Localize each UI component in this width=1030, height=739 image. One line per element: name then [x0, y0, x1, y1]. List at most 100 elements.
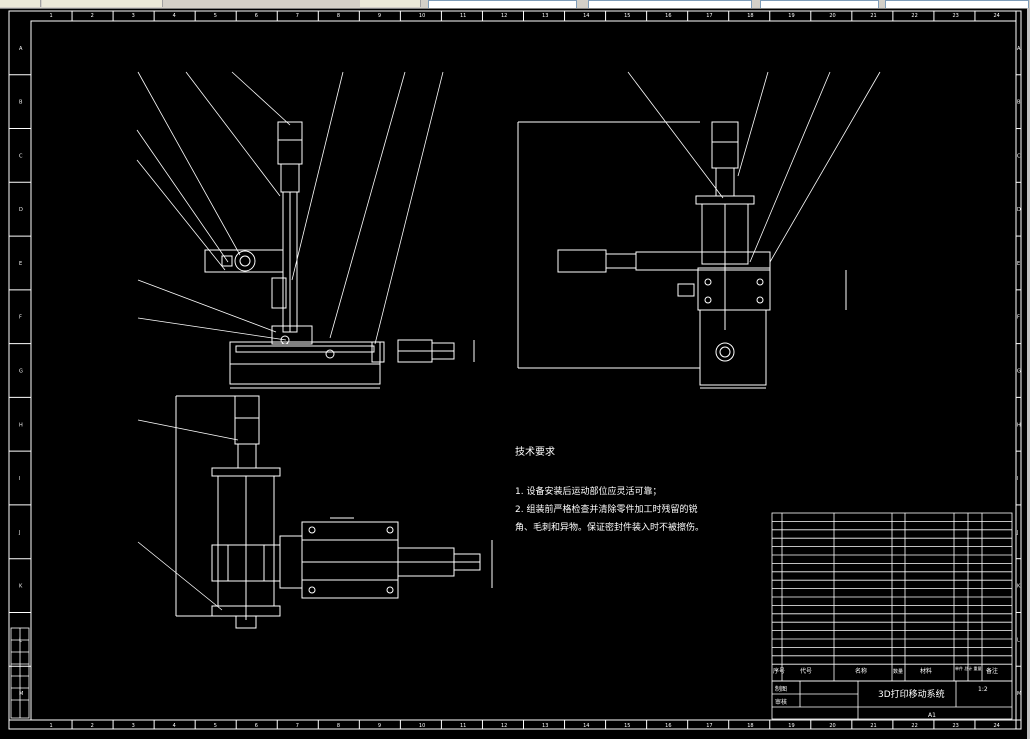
frame-zone-number: 5 [214, 723, 217, 729]
frame-zone-letter: C [19, 153, 23, 159]
frame-zone-number: 4 [173, 13, 176, 19]
frame-zone-letter: I [19, 476, 20, 482]
bom-header-weight: 单件 总计 重量 [955, 665, 982, 671]
frame-zone-number: 11 [460, 13, 466, 19]
frame-zone-letter: F [1017, 315, 1020, 321]
frame-zone-number: 24 [993, 723, 999, 729]
frame-zone-letter: L [1017, 637, 1020, 643]
frame-zone-letter: A [19, 46, 23, 52]
frame-zone-letter: M [19, 691, 23, 697]
drawing-scale: 1:2 [978, 686, 988, 693]
frame-zone-letter: A [1017, 46, 1021, 52]
sheet-size: A1 [928, 712, 936, 719]
top-view-leaders [137, 419, 239, 611]
frame-zone-number: 23 [952, 723, 958, 729]
frame-zone-number: 15 [624, 13, 630, 19]
frame-zone-number: 19 [788, 13, 794, 19]
frame-zone-number: 2 [91, 723, 94, 729]
drawing-frame [8, 10, 1022, 730]
frame-zone-number: 7 [296, 13, 299, 19]
frame-zone-letter: C [1017, 153, 1021, 159]
title-block [771, 680, 1013, 720]
frame-zone-number: 21 [870, 723, 876, 729]
frame-zone-letter: K [19, 584, 23, 590]
frame-zone-letter: B [19, 100, 23, 106]
side-view-leaders [627, 71, 881, 263]
front-view-leaders [136, 71, 444, 345]
notes-title: 技术要求 [515, 445, 555, 458]
frame-zone-number: 10 [419, 13, 425, 19]
frame-zone-letter: G [19, 369, 23, 375]
frame-zone-number: 18 [747, 723, 753, 729]
technical-notes: 技术要求 1. 设备安装后运动部位应灵活可靠； 2. 组装前严格检查并清除零件加… [515, 445, 704, 533]
frame-zone-number: 17 [706, 723, 712, 729]
frame-zone-number: 9 [378, 13, 381, 19]
frame-zone-number: 15 [624, 723, 630, 729]
color-dropdown[interactable] [588, 0, 752, 8]
frame-zone-number: 19 [788, 723, 794, 729]
drawing-title: 3D打印移动系统 [878, 688, 945, 700]
frame-zone-number: 20 [829, 13, 835, 19]
frame-zone-number: 22 [911, 13, 917, 19]
toolbar-icons-left[interactable] [0, 0, 41, 7]
frame-zone-number: 20 [829, 723, 835, 729]
frame-zone-number: 7 [296, 723, 299, 729]
frame-zone-letter: F [19, 315, 22, 321]
frame-zone-letter: M [1017, 691, 1021, 697]
frame-zone-number: 3 [132, 723, 135, 729]
frame-zone-letter: D [1017, 207, 1021, 213]
frame-zone-number: 12 [501, 723, 507, 729]
frame-zone-letter: I [1017, 476, 1018, 482]
frame-zone-number: 1 [50, 13, 53, 19]
frame-zone-number: 4 [173, 723, 176, 729]
toolbar [0, 0, 1030, 9]
frame-zone-number: 3 [132, 13, 135, 19]
title-label-check: 审核 [775, 698, 787, 706]
frame-zone-letter: J [1016, 530, 1018, 536]
frame-zone-number: 8 [337, 13, 340, 19]
frame-zone-number: 18 [747, 13, 753, 19]
frame-zone-letter: E [19, 261, 22, 267]
frame-zone-ticks [9, 11, 1021, 729]
toolbar-icons-layer[interactable] [360, 0, 421, 7]
layer-dropdown[interactable] [428, 0, 577, 8]
frame-zone-number: 6 [255, 723, 258, 729]
revision-table [10, 627, 30, 719]
frame-zone-number: 24 [993, 13, 999, 19]
title-label-draw: 制图 [775, 685, 787, 693]
bom-header-no: 序号 [773, 667, 785, 675]
bom-header-remark: 备注 [986, 667, 998, 675]
frame-zone-number: 16 [665, 13, 671, 19]
toolbar-icons-group[interactable] [42, 0, 163, 7]
frame-zone-number: 8 [337, 723, 340, 729]
frame-zone-number: 10 [419, 723, 425, 729]
frame-zone-number: 5 [214, 13, 217, 19]
frame-zone-number: 23 [952, 13, 958, 19]
bill-of-materials [771, 512, 1013, 682]
bom-header-name: 名称 [855, 667, 867, 675]
vertical-scrollbar[interactable] [1027, 8, 1030, 739]
frame-zone-number: 6 [255, 13, 258, 19]
frame-zone-number: 17 [706, 13, 712, 19]
frame-zone-number: 13 [542, 13, 548, 19]
linetype-dropdown[interactable] [760, 0, 879, 8]
side-view [517, 121, 847, 389]
frame-zone-number: 21 [870, 13, 876, 19]
frame-zone-letter: J [18, 530, 20, 536]
front-view [204, 121, 475, 389]
frame-zone-number: 13 [542, 723, 548, 729]
frame-zone-letter: H [1017, 422, 1021, 428]
note-line-1: 1. 设备安装后运动部位应灵活可靠； [515, 485, 661, 497]
frame-zone-letter: D [19, 207, 23, 213]
lineweight-dropdown[interactable] [885, 0, 1029, 8]
frame-zone-number: 1 [50, 723, 53, 729]
frame-zone-number: 11 [460, 723, 466, 729]
bom-header-code: 代号 [800, 667, 812, 675]
frame-zone-letter: G [1017, 369, 1021, 375]
frame-zone-labels: 1122334455667788991010111112121313141415… [18, 13, 1021, 729]
frame-zone-letter: H [19, 422, 23, 428]
frame-zone-number: 9 [378, 723, 381, 729]
frame-zone-number: 22 [911, 723, 917, 729]
